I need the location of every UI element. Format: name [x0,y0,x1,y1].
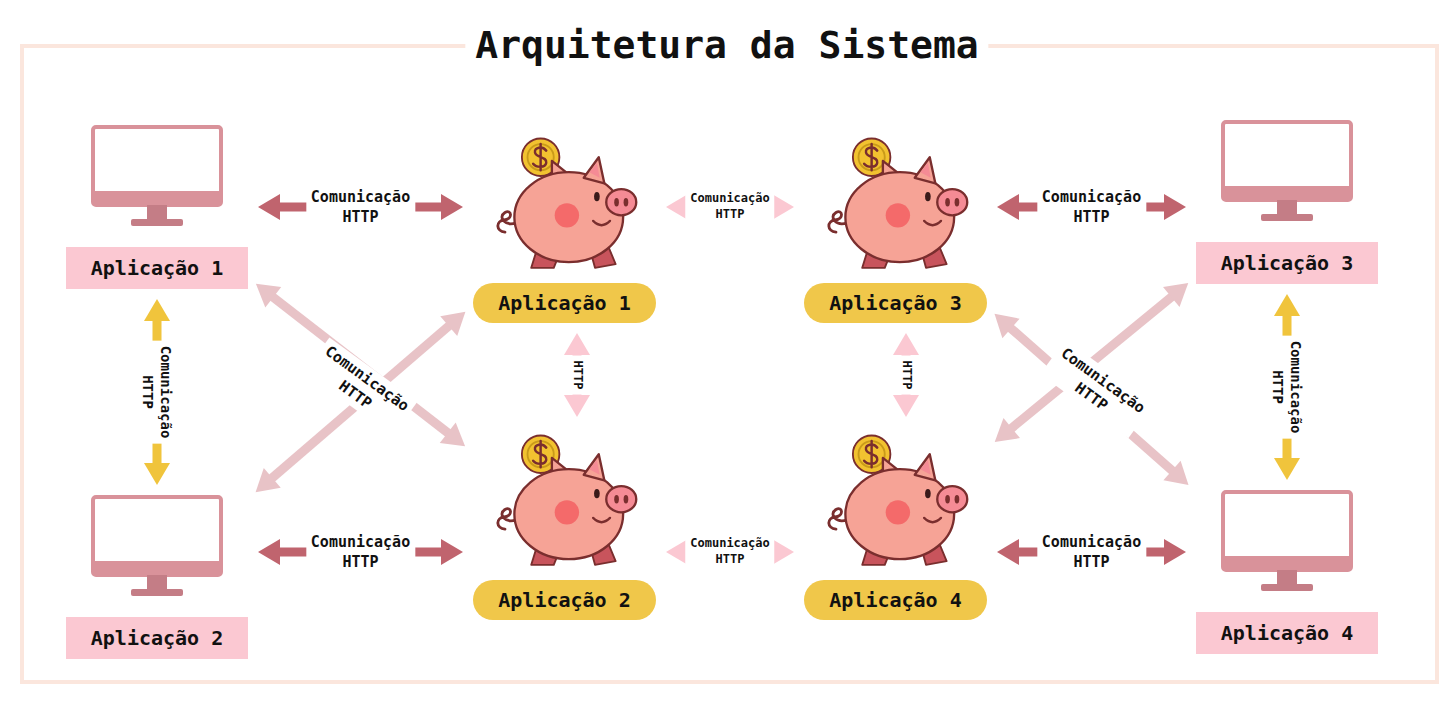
piggy-bank-node: Aplicação 1 [473,130,656,323]
arrowhead [256,468,281,492]
computer-node: Aplicação 4 [1196,490,1378,654]
connector-arrow [256,312,466,492]
arrowhead [1164,539,1186,565]
edge-label: Comunicação HTTP [1037,186,1146,229]
arrowhead [144,299,170,321]
application-label: Aplicação 4 [1196,612,1378,654]
connector-line [1010,328,1173,471]
arrowhead [144,463,170,485]
piggy-bank-node: Aplicação 4 [804,427,987,620]
piggy-bank-icon [490,130,640,280]
monitor-icon [1221,120,1353,226]
frame-border [22,46,1437,682]
arrowhead [1163,283,1188,307]
arrowhead [441,194,463,220]
arrowhead [440,423,465,447]
arrowhead [440,312,465,336]
edge-label: Comunicação HTTP [1037,531,1146,574]
application-label: Aplicação 4 [804,580,987,620]
arrowhead [893,395,919,417]
edge-label: Comunicação HTTP [1267,336,1307,439]
piggy-bank-icon [828,435,966,564]
arrowhead [997,539,1019,565]
monitor-icon [93,497,221,596]
piggy-bank-icon [828,138,966,267]
arrowhead [441,539,463,565]
application-label: Aplicação 2 [66,617,248,659]
edge-label: Comunicação HTTP [304,338,418,437]
computer-node: Aplicação 2 [66,495,248,659]
edge-label: Comunicação HTTP [306,531,415,574]
computer-node: Aplicação 1 [66,125,248,289]
monitor-icon [1223,492,1351,591]
piggy-bank-node: Aplicação 3 [804,130,987,323]
arrowhead [1163,461,1188,485]
application-label: Aplicação 2 [473,580,656,620]
arrowhead [256,284,281,308]
edge-label: Comunicação HTTP [685,534,774,569]
connector-arrow [256,284,465,446]
arrowhead [564,333,590,355]
arrowhead [258,194,280,220]
edge-label: Comunicação HTTP [137,341,177,444]
arrowhead [893,333,919,355]
connector-arrow [564,333,590,417]
monitor-icon [1223,122,1351,221]
arrowhead [995,418,1020,442]
application-label: Aplicação 1 [66,247,248,289]
monitor-icon [1221,490,1353,596]
diagram-title: Arquitetura da Sistema [465,22,988,68]
edge-label: Comunicação HTTP [306,186,415,229]
application-label: Aplicação 3 [1196,242,1378,284]
arrowhead [772,194,794,220]
edge-label: HTTP [896,356,916,395]
piggy-bank-icon [821,427,971,577]
arrowhead [1274,458,1300,480]
arrowhead [564,395,590,417]
connector-arrow [893,333,919,417]
arrowhead [772,539,794,565]
arrowhead [994,314,1019,338]
piggy-bank-node: Aplicação 2 [473,427,656,620]
arrowhead [997,194,1019,220]
connector-line [272,325,450,478]
arrowhead [1164,194,1186,220]
application-label: Aplicação 1 [473,283,656,323]
monitor-icon [91,125,223,231]
monitor-icon [91,495,223,601]
connector-arrow [995,283,1189,442]
arrowhead [258,539,280,565]
computer-node: Aplicação 3 [1196,120,1378,284]
piggy-bank-icon [490,427,640,577]
connector-arrow [994,314,1188,485]
edge-label: Comunicação HTTP [685,189,774,224]
edge-label: HTTP [567,356,587,395]
edge-label: Comunicação HTTP [1040,340,1154,439]
piggy-bank-icon [821,130,971,280]
piggy-bank-icon [497,138,635,267]
monitor-icon [93,127,221,226]
application-label: Aplicação 3 [804,283,987,323]
piggy-bank-icon [497,435,635,564]
arrowhead [1274,294,1300,316]
